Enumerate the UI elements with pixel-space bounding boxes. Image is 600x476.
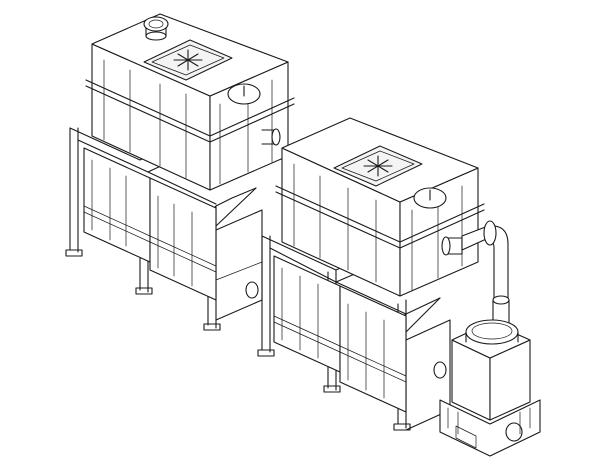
side-nozzle-left (261, 128, 281, 146)
tank-unit-right (257, 117, 485, 431)
round-port-icon (413, 187, 447, 209)
round-port-icon (227, 83, 261, 105)
upper-tank-left (85, 13, 295, 191)
elbow-pipe (461, 220, 510, 345)
lower-tank-right (273, 255, 451, 431)
tank-unit-left (65, 13, 295, 331)
hatch-cover-icon (333, 145, 423, 187)
top-flange-icon (143, 16, 169, 41)
upper-tank-right (275, 117, 485, 297)
collector-box (439, 319, 541, 457)
hatch-cover-icon (143, 39, 233, 81)
